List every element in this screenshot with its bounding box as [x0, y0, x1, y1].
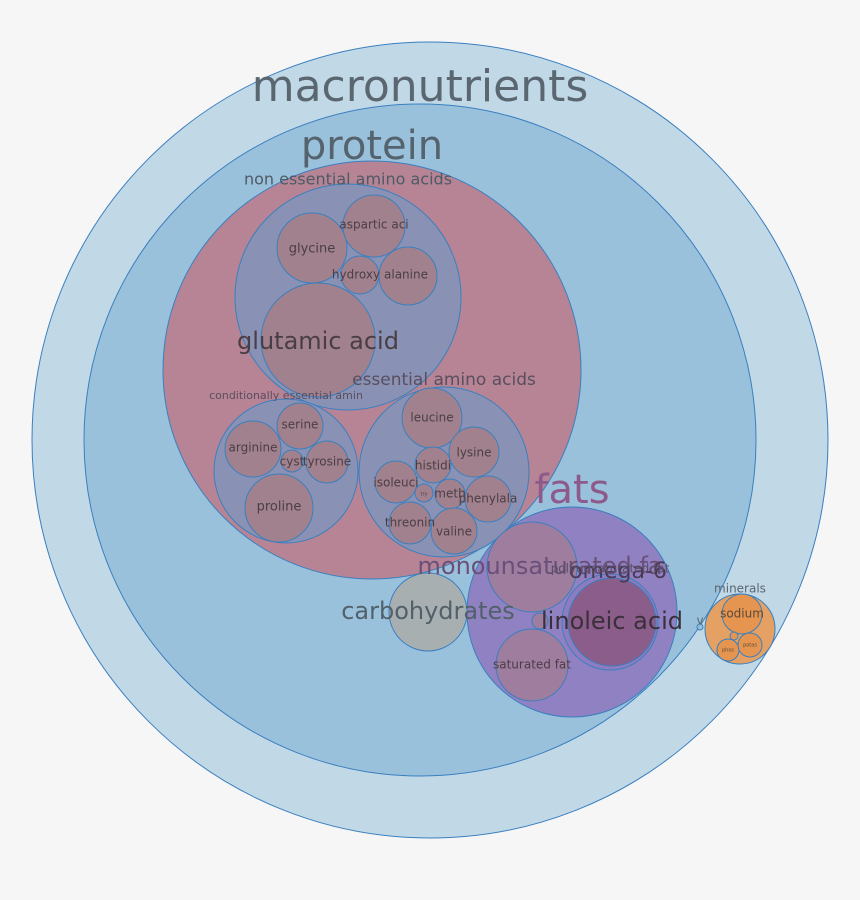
histidine-label: histidi — [415, 459, 451, 473]
serine-label: serine — [282, 418, 319, 432]
linoleic-acid-bubble[interactable] — [567, 577, 657, 667]
tryptophan-label: try — [421, 492, 428, 498]
minerals-label: minerals — [714, 582, 766, 596]
aspartic-acid-label: aspartic aci — [339, 218, 408, 232]
vitamins-bubble[interactable] — [696, 623, 704, 631]
potassium-label: potas — [743, 643, 757, 649]
tyrosine-label: tyrosine — [303, 455, 351, 469]
phenylalanine-bubble[interactable] — [464, 475, 512, 523]
glutamic-acid-bubble[interactable] — [260, 282, 376, 398]
histidine-bubble[interactable] — [414, 446, 452, 484]
isoleucine-label: isoleuci — [373, 476, 418, 490]
protein-label: protein — [301, 123, 443, 169]
proline-bubble[interactable] — [244, 473, 314, 543]
cystine-bubble[interactable] — [280, 449, 304, 473]
valine-label: valine — [436, 525, 472, 539]
fats-label: fats — [534, 467, 609, 513]
other-mineral-bubble[interactable] — [729, 631, 739, 641]
non-essential-amino-acids-label: non essential amino acids — [244, 170, 452, 189]
alanine-bubble[interactable] — [378, 246, 438, 306]
threonine-bubble[interactable] — [388, 501, 432, 545]
macronutrients-label: macronutrients — [252, 61, 589, 112]
sodium-bubble[interactable] — [721, 593, 763, 635]
potassium-bubble[interactable] — [737, 632, 763, 658]
threonine-label: threonin — [385, 516, 435, 530]
cystine-label: cyst — [280, 455, 305, 469]
carbohydrates-label: carbohydrates — [341, 597, 515, 625]
conditionally-essential-label: conditionally essential amin — [209, 389, 363, 402]
omega-label: omega-6 — [569, 559, 667, 584]
arginine-bubble[interactable] — [224, 420, 282, 478]
saturated-fat-label: saturated fat — [493, 658, 571, 672]
methionine-label: meth — [434, 487, 465, 501]
tryptophan-bubble[interactable] — [414, 483, 434, 503]
tyrosine-bubble[interactable] — [305, 440, 349, 484]
polyunsaturated-fat-label: polyunsaturated fat — [551, 562, 670, 576]
lysine-label: lysine — [456, 446, 491, 460]
leucine-label: leucine — [410, 411, 453, 425]
arginine-label: arginine — [229, 441, 278, 455]
isoleucine-bubble[interactable] — [374, 460, 418, 504]
lysine-bubble[interactable] — [448, 426, 500, 478]
saturated-fat-bubble[interactable] — [495, 628, 569, 702]
phosphorus-label: phos — [722, 648, 734, 654]
serine-bubble[interactable] — [276, 402, 324, 450]
linoleic-acid-label: linoleic acid — [541, 607, 683, 635]
monounsaturated-fat-bubble[interactable] — [486, 521, 578, 613]
sodium-label: sodium — [720, 607, 764, 621]
phenylalanine-label: phenylala — [459, 492, 518, 506]
vitamins-label: v — [696, 614, 703, 628]
alanine-label: alanine — [384, 268, 428, 282]
glycine-label: glycine — [289, 242, 336, 257]
hydroxyproline-label: hydroxy — [332, 268, 380, 282]
valine-bubble[interactable] — [430, 507, 478, 555]
glycine-bubble[interactable] — [276, 212, 348, 284]
other-fat-bubble[interactable] — [531, 612, 549, 630]
aspartic-acid-bubble[interactable] — [342, 194, 406, 258]
essential-amino-acids-label: essential amino acids — [352, 370, 536, 390]
monounsaturated-fat-label: monounsaturated fa — [418, 552, 663, 580]
glutamic-acid-label: glutamic acid — [237, 327, 399, 355]
proline-label: proline — [257, 500, 302, 515]
